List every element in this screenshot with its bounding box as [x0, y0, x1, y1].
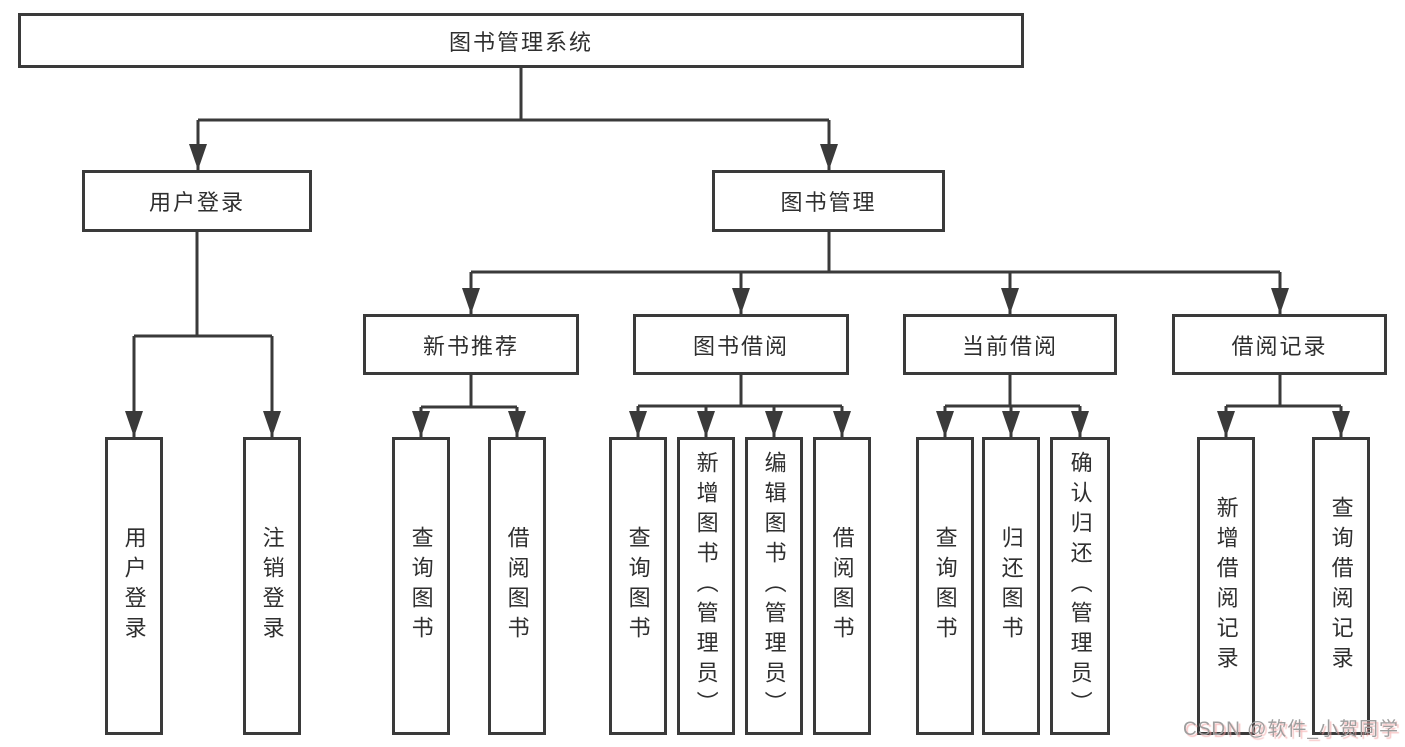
node-label: 查询图书 — [932, 526, 958, 646]
node-label: 编辑图书（管理员） — [761, 451, 787, 721]
leaf-query-borrow-record: 查询借阅记录 — [1312, 437, 1370, 735]
node-user-login: 用户登录 — [82, 170, 312, 232]
node-label: 图书管理系统 — [448, 29, 593, 55]
node-label: 图书管理 — [780, 190, 877, 215]
node-label: 借阅图书 — [504, 526, 530, 646]
leaf-user-login: 用户登录 — [105, 437, 163, 735]
leaf-return-book: 归还图书 — [982, 437, 1040, 735]
node-current-borrow: 当前借阅 — [903, 314, 1117, 375]
node-label: 用户登录 — [148, 190, 245, 215]
node-label: 确认归还（管理员） — [1067, 451, 1093, 721]
node-label: 查询图书 — [625, 526, 651, 646]
node-label: 查询图书 — [408, 526, 434, 646]
node-new-book-recommend: 新书推荐 — [363, 314, 579, 375]
leaf-confirm-return-admin: 确认归还（管理员） — [1050, 437, 1110, 735]
node-label: 当前借阅 — [961, 333, 1058, 359]
leaf-query-books-borrow: 查询图书 — [609, 437, 667, 735]
leaf-logout: 注销登录 — [243, 437, 301, 735]
node-label: 新增图书（管理员） — [693, 451, 719, 721]
leaf-query-books-current: 查询图书 — [916, 437, 974, 735]
node-book-borrow: 图书借阅 — [633, 314, 849, 375]
leaf-add-borrow-record: 新增借阅记录 — [1197, 437, 1255, 735]
node-label: 用户登录 — [121, 526, 147, 646]
node-book-management: 图书管理 — [712, 170, 945, 232]
watermark: CSDN @软件_小贺同学 — [1183, 719, 1399, 740]
node-root: 图书管理系统 — [18, 13, 1024, 68]
leaf-query-books-recommend: 查询图书 — [392, 437, 450, 735]
node-label: 新书推荐 — [422, 333, 519, 359]
leaf-edit-book-admin: 编辑图书（管理员） — [745, 437, 803, 735]
leaf-borrow-books-recommend: 借阅图书 — [488, 437, 546, 735]
node-label: 借阅记录 — [1231, 333, 1328, 359]
node-label: 新增借阅记录 — [1213, 496, 1239, 676]
node-label: 查询借阅记录 — [1328, 496, 1354, 676]
leaf-borrow-books: 借阅图书 — [813, 437, 871, 735]
connector-bus-lines — [134, 68, 1341, 409]
node-borrow-records: 借阅记录 — [1172, 314, 1387, 375]
node-label: 图书借阅 — [692, 333, 789, 359]
node-label: 归还图书 — [998, 526, 1024, 646]
node-label: 注销登录 — [259, 526, 285, 646]
node-label: 借阅图书 — [829, 526, 855, 646]
leaf-add-book-admin: 新增图书（管理员） — [677, 437, 735, 735]
